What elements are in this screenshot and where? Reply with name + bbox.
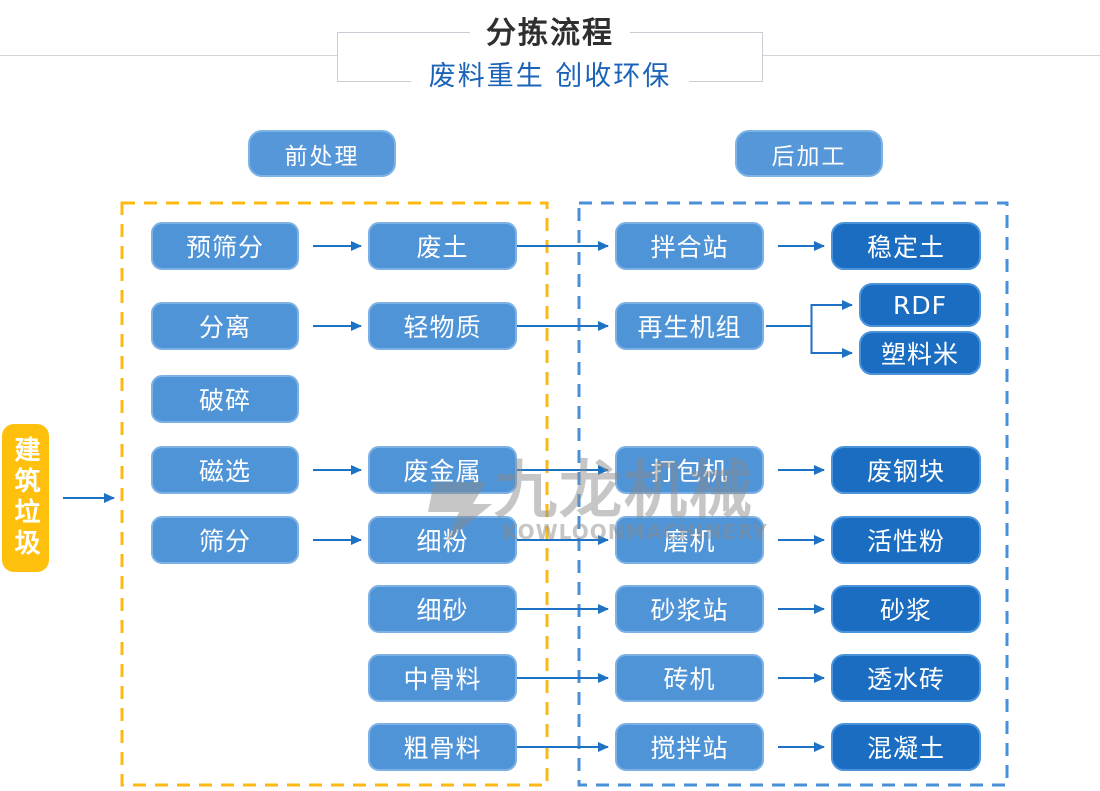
section-label-pre-processing: 前处理 xyxy=(248,130,396,177)
flow-node-fine-powder: 细粉 xyxy=(368,516,517,564)
flow-node-mortar-station: 砂浆站 xyxy=(615,585,764,633)
flow-node-stabilized-soil: 稳定土 xyxy=(831,222,981,270)
flow-node-brick-machine: 砖机 xyxy=(615,654,764,702)
edge-layer xyxy=(63,241,853,752)
page-title-row: 分拣流程 xyxy=(0,16,1100,52)
flow-node-permeable-brick: 透水砖 xyxy=(831,654,981,702)
flow-node-scrap-steel: 废钢块 xyxy=(831,446,981,494)
flow-node-mill: 磨机 xyxy=(615,516,764,564)
flow-node-active-powder: 活性粉 xyxy=(831,516,981,564)
flow-node-mixer-station: 搅拌站 xyxy=(615,723,764,771)
flow-node-rdf: RDF xyxy=(859,283,981,327)
flow-node-mixing-station: 拌合站 xyxy=(615,222,764,270)
flow-node-fine-sand: 细砂 xyxy=(368,585,517,633)
flow-node-separation: 分离 xyxy=(151,302,299,350)
flow-node-magnetic: 磁选 xyxy=(151,446,299,494)
page-subtitle: 废料重生 创收环保 xyxy=(410,60,690,94)
edge-regen-unit-to-rdf xyxy=(766,300,853,327)
pre-processing-dashed-area xyxy=(120,201,549,787)
flow-node-light-material: 轻物质 xyxy=(368,302,517,350)
flow-node-coarse-aggregate: 粗骨料 xyxy=(368,723,517,771)
flow-node-regen-unit: 再生机组 xyxy=(615,302,764,350)
edge-regen-unit-to-plastic-pellets xyxy=(766,325,853,358)
flow-node-medium-aggregate: 中骨料 xyxy=(368,654,517,702)
flow-node-mortar: 砂浆 xyxy=(831,585,981,633)
flow-node-crushing: 破碎 xyxy=(151,375,299,423)
flow-node-pre-screen: 预筛分 xyxy=(151,222,299,270)
section-label-post-processing: 后加工 xyxy=(735,130,883,177)
post-processing-dashed-area xyxy=(577,201,1009,787)
flow-node-construction-waste: 建筑垃圾 xyxy=(2,424,49,572)
flow-node-concrete: 混凝土 xyxy=(831,723,981,771)
flow-node-screening: 筛分 xyxy=(151,516,299,564)
flow-node-plastic-pellets: 塑料米 xyxy=(859,331,981,375)
page-title: 分拣流程 xyxy=(470,16,630,52)
flow-node-scrap-metal: 废金属 xyxy=(368,446,517,494)
flow-node-waste-soil: 废土 xyxy=(368,222,517,270)
page-subtitle-row: 废料重生 创收环保 xyxy=(0,60,1100,94)
flow-node-baler: 打包机 xyxy=(615,446,764,494)
